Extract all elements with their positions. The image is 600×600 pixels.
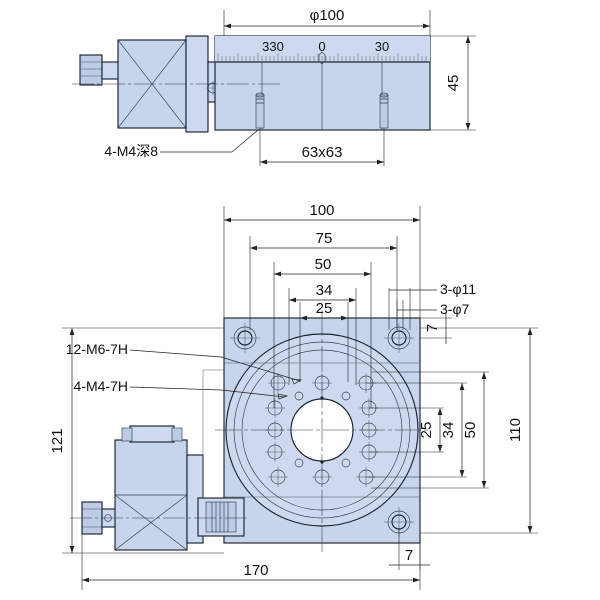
corner-mounting-hole-tr [384,323,414,353]
front-elevation-view: 330 0 30 [72,7,476,166]
callout-counterbore-group: 3-φ11 3-φ7 [388,281,476,330]
callout-label-3-phi7: 3-φ7 [440,301,470,317]
dim-label-45: 45 [445,75,462,92]
dimension-phi100: φ100 [223,7,431,36]
dim-label-25h: 25 [316,300,333,317]
callout-4-m4: 4-M4-7H [74,378,289,400]
dimension-121: 121 [49,327,224,554]
dim-label-7-bottom: 7 [405,547,413,564]
dim-stack-vertical: 25 34 50 110 [366,327,538,534]
dim-label-110: 110 [507,418,524,442]
stage-plate [215,310,430,552]
plan-top-view: 100 75 50 34 [49,202,538,590]
callout-4-m4-deep8: 4-M4深8 [104,129,259,159]
dimension-height-45: 45 [430,35,476,131]
dim-label-50v: 50 [462,422,479,439]
dimension-7-bottom: 7 [389,528,430,570]
callout-12-m6: 12-M6-7H [66,341,303,385]
motor-assembly-plan [70,425,250,551]
callout-label-3-phi11: 3-φ11 [440,281,476,297]
scale-label-30: 30 [375,39,389,54]
scale-label-330: 330 [262,39,284,54]
m4-hole-pattern [294,391,351,468]
stage-body-front: 330 0 30 [72,35,431,131]
dimension-63x63: 63x63 [259,128,385,166]
scale-label-0: 0 [318,39,325,54]
callout-label-4-m4-7h: 4-M4-7H [74,378,128,394]
dim-label-34h: 34 [316,282,333,299]
callout-label-12-m6-7h: 12-M6-7H [66,341,128,357]
dim-label-63x63: 63x63 [302,144,343,161]
dim-label-34v: 34 [440,422,457,439]
dim-label-phi100: φ100 [310,7,345,24]
dim-label-121: 121 [49,428,66,453]
dim-label-25v: 25 [418,422,435,439]
dimension-170: 170 [81,534,421,590]
dim-label-75: 75 [316,230,333,247]
corner-mounting-hole-tl [230,323,260,353]
adjuster-knob [79,54,121,86]
scale-ticks [217,53,427,61]
callout-label-m4-deep: 4-M4深8 [104,143,158,159]
dim-label-100: 100 [309,202,334,219]
dim-label-170: 170 [243,562,268,579]
dim-label-50h: 50 [315,256,332,273]
